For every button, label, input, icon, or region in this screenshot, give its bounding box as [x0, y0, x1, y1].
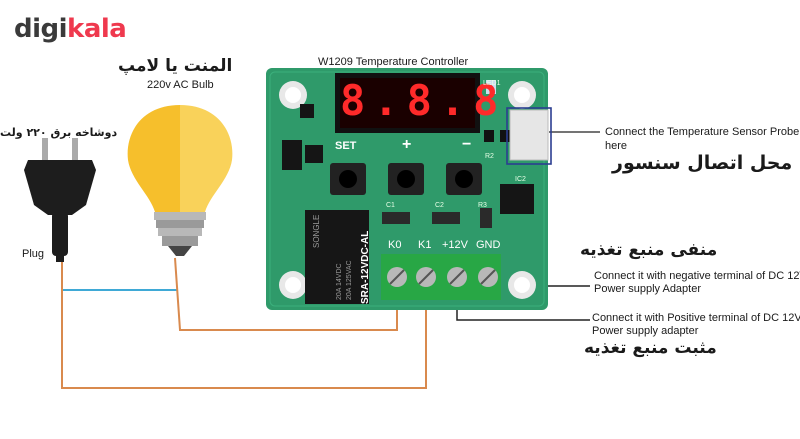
sensor-label-en-2: here: [605, 140, 628, 152]
lamp-label-fa: المنت یا لامپ: [118, 56, 233, 76]
plus-button-label: +: [402, 136, 412, 153]
positive-supply-label-en-2: Power supply adapter: [592, 325, 699, 337]
relay-rating-2: 20A 125VAC: [346, 260, 353, 300]
wire-blue: [61, 258, 178, 291]
plug-label-en: Plug: [22, 248, 45, 260]
plug-icon: [24, 138, 96, 262]
sensor-label-fa: محل اتصال سنسور: [612, 152, 793, 174]
seven-segment-display: 8.8.8: [340, 76, 507, 125]
ic-label-c1: C1: [386, 202, 395, 209]
negative-supply-label-fa: منفی منبع تغذیه: [580, 240, 718, 260]
terminal-label-k1: K1: [418, 239, 432, 251]
pcb-board: [266, 68, 552, 310]
positive-supply-label-en-1: Connect it with Positive terminal of DC …: [592, 312, 800, 324]
ic-label-c2: C2: [435, 202, 444, 209]
plug-label-fa: دوشاخه برق ۲۲۰ ولت: [0, 126, 118, 139]
relay-rating-1: 20A 14VDC: [336, 263, 343, 300]
relay-brand: SONGLE: [312, 214, 321, 248]
terminal-label-gnd: GND: [476, 239, 501, 251]
negative-supply-label-en-2: Power supply Adapter: [594, 283, 702, 295]
terminal-label-k0: K0: [388, 239, 402, 251]
minus-button-label: −: [462, 136, 472, 153]
led-label: LED1: [483, 80, 501, 87]
sensor-label-en-1: Connect the Temperature Sensor Probe: [605, 126, 800, 138]
positive-supply-label-fa: مثبت منبع تغذیه: [584, 338, 717, 358]
lamp-label-en: 220v AC Bulb: [147, 79, 214, 91]
digikala-logo: digikala: [14, 14, 127, 44]
relay-model: SRA-12VDC-AL: [360, 230, 371, 304]
ic-label-r3: R3: [478, 202, 487, 209]
board-title: W1209 Temperature Controller: [318, 56, 469, 68]
terminal-label-12v: +12V: [442, 239, 468, 251]
ic-label-ic2: IC2: [515, 176, 526, 183]
wire-k1-to-plug: [61, 262, 427, 389]
set-button-label: SET: [335, 140, 357, 152]
ic-label-r2: R2: [485, 153, 494, 160]
negative-supply-label-en-1: Connect it with negative terminal of DC …: [594, 270, 800, 282]
terminal-screws: [387, 267, 498, 287]
bulb-icon: [127, 105, 233, 256]
